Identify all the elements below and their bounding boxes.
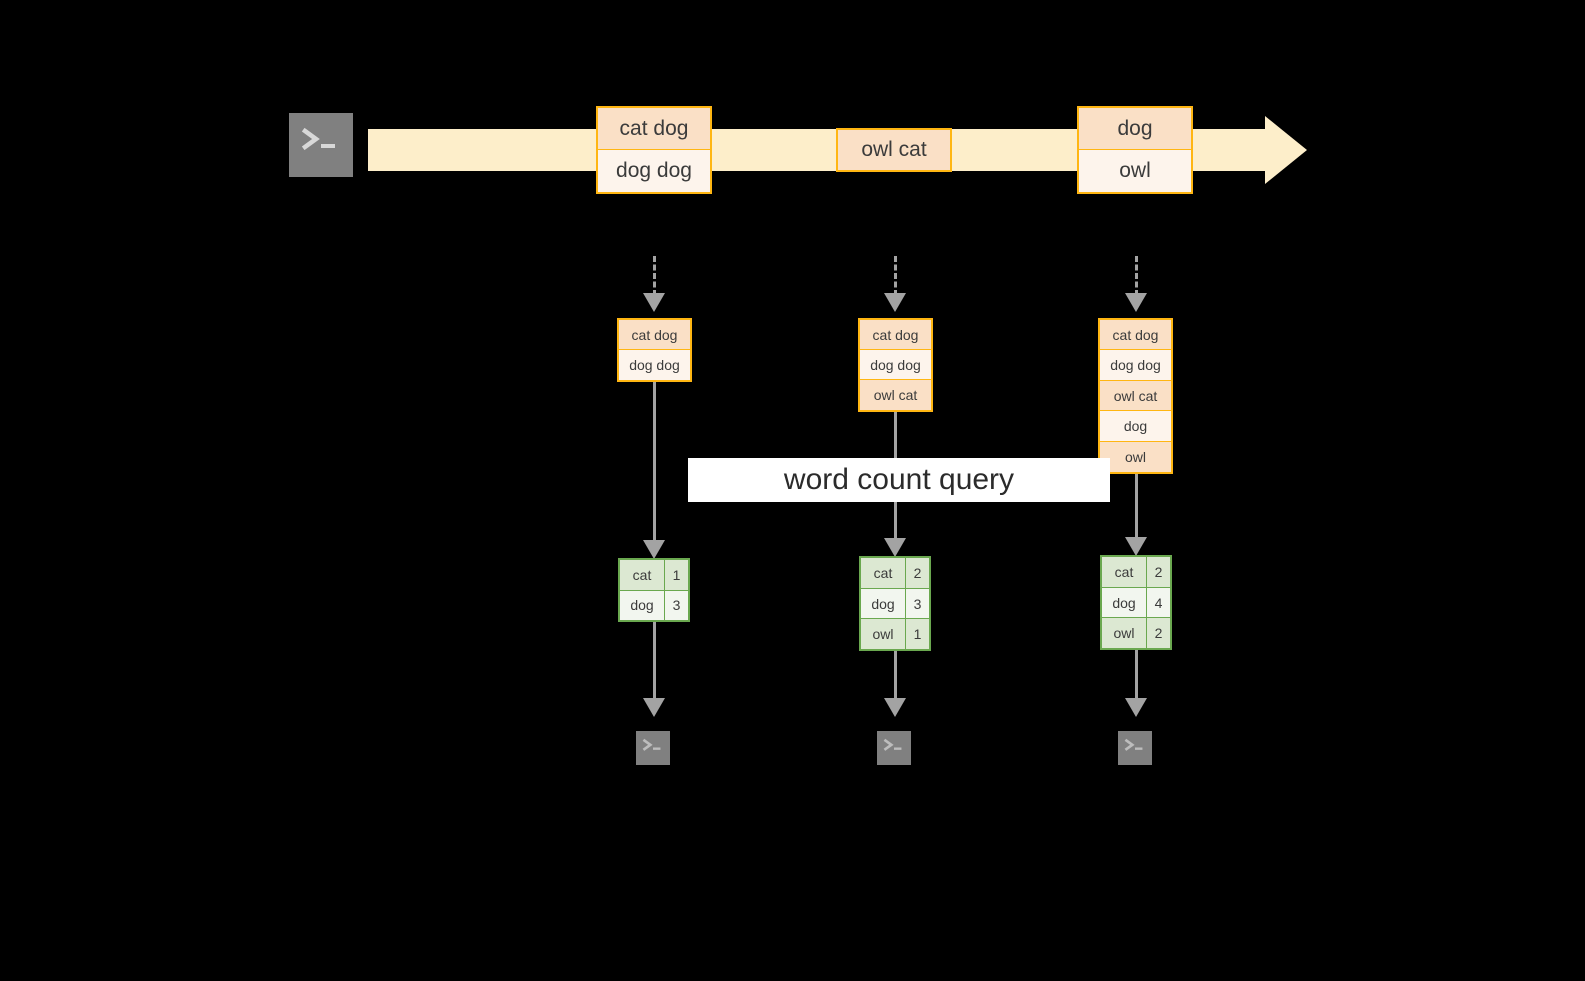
stream-event: owl cat: [838, 130, 950, 170]
stream-group-2[interactable]: owl cat: [836, 128, 952, 172]
buffer-event: cat dog: [619, 320, 690, 351]
buffer-event: dog dog: [860, 350, 931, 381]
table-row: cat 1: [620, 560, 688, 591]
stream-event: dog dog: [598, 150, 710, 192]
snapshot-2-sink-connector: [894, 651, 897, 702]
snapshot-3-query-arrowhead: [1125, 537, 1147, 556]
table-row: dog 4: [1102, 587, 1170, 619]
word-count-query-label: word count query: [688, 458, 1110, 502]
snapshot-1-result-table[interactable]: cat 1 dog 3: [618, 558, 690, 622]
buffer-event: dog dog: [1100, 350, 1171, 381]
table-row: dog 3: [620, 590, 688, 620]
stream-group-1[interactable]: cat dog dog dog: [596, 106, 712, 194]
result-word: owl: [1102, 618, 1147, 649]
result-word: dog: [620, 590, 665, 620]
result-count: 1: [913, 626, 922, 643]
terminal-prompt-icon: [301, 127, 335, 151]
result-word: dog: [861, 588, 906, 619]
result-count: 4: [1154, 594, 1163, 611]
source-terminal-icon[interactable]: [277, 101, 365, 189]
table-row: dog 3: [861, 588, 929, 620]
result-word: cat: [861, 558, 906, 588]
result-count: 3: [913, 595, 922, 612]
buffer-event: cat dog: [1100, 320, 1171, 351]
buffer-event: owl cat: [1100, 380, 1171, 412]
buffer-event: owl: [1100, 441, 1171, 473]
result-count: 2: [1154, 625, 1163, 642]
snapshot-1-query-arrowhead: [643, 540, 665, 559]
snapshot-3-query-connector: [1135, 474, 1138, 552]
terminal-prompt-icon: [883, 738, 902, 751]
snapshot-3-result-table[interactable]: cat 2 dog 4 owl 2: [1100, 555, 1172, 650]
snapshot-3-buffer[interactable]: cat dog dog dog owl cat dog owl: [1098, 318, 1173, 474]
table-row: cat 2: [861, 558, 929, 589]
buffer-event: dog: [1100, 411, 1171, 442]
buffer-event: owl cat: [860, 380, 931, 411]
snapshot-1-buffer[interactable]: cat dog dog dog: [617, 318, 692, 382]
result-count: 1: [672, 566, 681, 583]
snapshot-3-dashed-connector: [1135, 256, 1138, 296]
snapshot-1-dashed-arrowhead: [643, 293, 665, 312]
snapshot-2-dashed-arrowhead: [884, 293, 906, 312]
snapshot-1-dashed-connector: [653, 256, 656, 296]
buffer-event: cat dog: [860, 320, 931, 351]
table-row: cat 2: [1102, 557, 1170, 588]
result-word: owl: [861, 619, 906, 650]
snapshot-2-query-arrowhead: [884, 538, 906, 557]
terminal-prompt-icon: [1124, 738, 1143, 751]
buffer-event: dog dog: [619, 350, 690, 380]
stream-event: cat dog: [598, 108, 710, 151]
snapshot-3-sink-terminal-icon[interactable]: [1109, 722, 1161, 774]
snapshot-3-sink-connector: [1135, 650, 1138, 702]
snapshot-1-sink-arrowhead: [643, 698, 665, 717]
result-word: cat: [620, 560, 665, 590]
result-word: dog: [1102, 587, 1147, 618]
terminal-prompt-icon: [642, 738, 661, 751]
table-row: owl 2: [1102, 618, 1170, 649]
result-count: 2: [1154, 563, 1163, 580]
snapshot-2-buffer[interactable]: cat dog dog dog owl cat: [858, 318, 933, 412]
snapshot-2-result-table[interactable]: cat 2 dog 3 owl 1: [859, 556, 931, 651]
snapshot-2-dashed-connector: [894, 256, 897, 296]
result-count: 2: [913, 564, 922, 581]
snapshot-2-sink-arrowhead: [884, 698, 906, 717]
stream-event: dog: [1079, 108, 1191, 151]
snapshot-1-sink-connector: [653, 622, 656, 702]
snapshot-1-sink-terminal-icon[interactable]: [627, 722, 679, 774]
stream-group-3[interactable]: dog owl: [1077, 106, 1193, 194]
table-row: owl 1: [861, 619, 929, 650]
result-word: cat: [1102, 557, 1147, 587]
snapshot-2-sink-terminal-icon[interactable]: [868, 722, 920, 774]
result-count: 3: [672, 597, 681, 614]
stream-event: owl: [1079, 150, 1191, 192]
stream-arrowhead: [1265, 116, 1307, 184]
snapshot-3-dashed-arrowhead: [1125, 293, 1147, 312]
snapshot-1-query-connector: [653, 382, 656, 554]
snapshot-3-sink-arrowhead: [1125, 698, 1147, 717]
